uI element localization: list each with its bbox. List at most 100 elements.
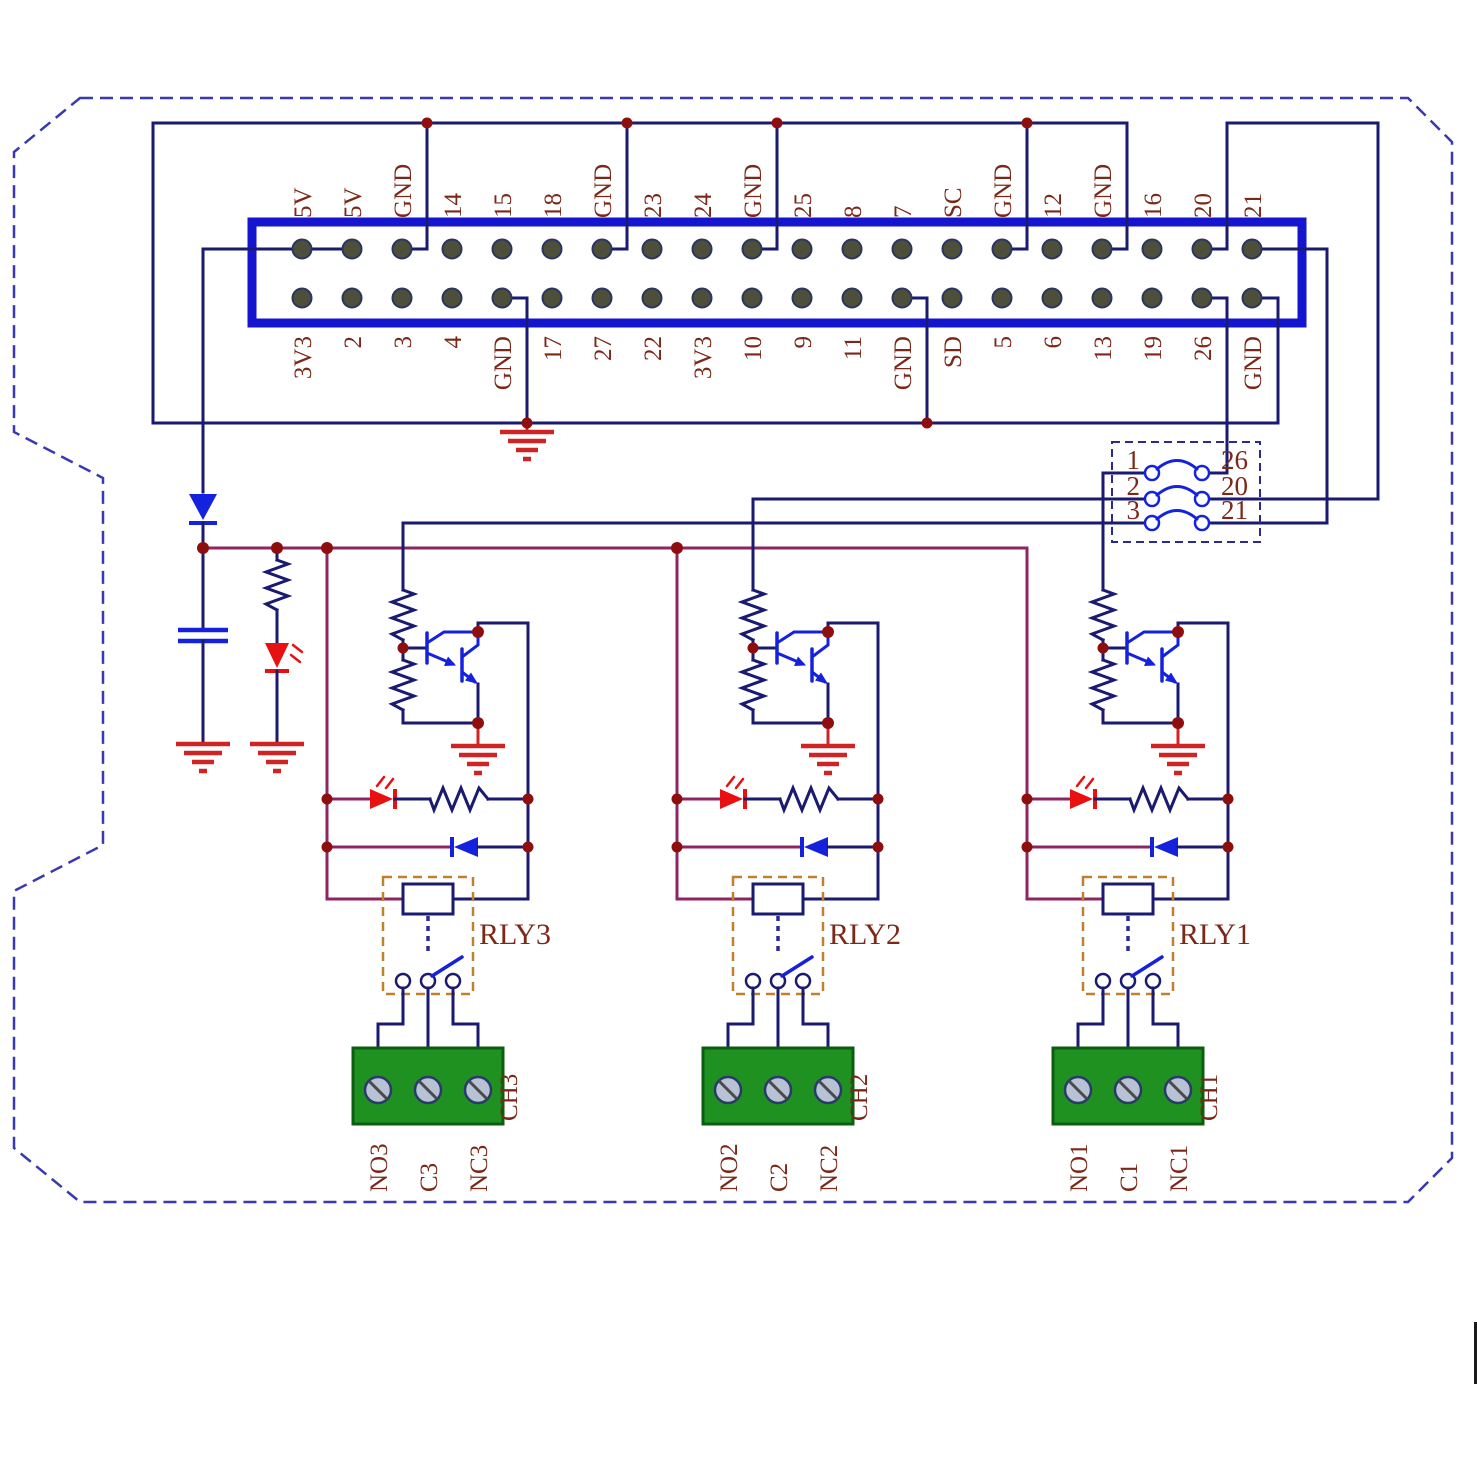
- pin: [291, 287, 313, 309]
- pin-label: 3: [390, 336, 417, 349]
- 5v-wire: [201, 247, 354, 494]
- power-led-resistor: [261, 558, 293, 613]
- pin: [891, 287, 913, 309]
- relay-channel-1: [1022, 548, 1234, 1124]
- pin-label: 15: [490, 193, 517, 218]
- pin-label: 26: [1190, 336, 1217, 361]
- terminal-label: NC3: [466, 1145, 493, 1192]
- pin-label: 5V: [340, 187, 367, 218]
- pin: [591, 287, 613, 309]
- terminal-label: NO2: [716, 1143, 743, 1192]
- pin: [1091, 287, 1113, 309]
- scan-artifact: [1474, 1322, 1477, 1384]
- pin-label: 5: [990, 336, 1017, 349]
- terminal-label: NC1: [1166, 1145, 1193, 1192]
- relay-channel-3: [322, 548, 534, 1124]
- pin: [391, 287, 413, 309]
- pin-label: 17: [540, 336, 567, 361]
- jumper-label: 21: [1221, 495, 1248, 525]
- pin-label: 24: [690, 193, 717, 219]
- pin: [341, 238, 363, 260]
- pin-label: GND: [890, 336, 917, 390]
- terminal-label: C2: [766, 1163, 793, 1192]
- pin-label: GND: [1090, 164, 1117, 218]
- pin-label: 3V3: [690, 336, 717, 379]
- pin-label: 21: [1240, 193, 1267, 218]
- pin: [1041, 238, 1063, 260]
- pin: [491, 238, 513, 260]
- pin: [641, 238, 663, 260]
- pin-label: 25: [790, 193, 817, 218]
- jumper-label: 2: [1127, 471, 1141, 501]
- pin-label: 14: [440, 193, 467, 219]
- pin-label: GND: [390, 164, 417, 218]
- pin-label: 27: [590, 336, 617, 361]
- ground-symbol: [500, 432, 554, 459]
- channel-name: CH2: [846, 1074, 873, 1121]
- pin: [1141, 238, 1163, 260]
- pin-label: 23: [640, 193, 667, 218]
- channel-name: CH1: [1196, 1074, 1223, 1121]
- pin: [1091, 238, 1113, 260]
- pin-label: GND: [1240, 336, 1267, 390]
- pin-label: GND: [740, 164, 767, 218]
- pin: [391, 238, 413, 260]
- relay-channel-2: [672, 548, 884, 1124]
- pin-label: GND: [490, 336, 517, 390]
- pin: [991, 287, 1013, 309]
- jumper-label: 3: [1127, 495, 1141, 525]
- terminal-label: C3: [416, 1163, 443, 1192]
- ground-symbol: [176, 744, 230, 771]
- pin-label: 3V3: [290, 336, 317, 379]
- pin-label: 20: [1190, 193, 1217, 218]
- pin: [1191, 287, 1213, 309]
- pin-row-bottom: [291, 287, 1263, 309]
- jumper-block-box: [1111, 441, 1261, 543]
- pin-label: SD: [940, 336, 967, 368]
- pin-label: 22: [640, 336, 667, 361]
- power-led: [265, 643, 304, 673]
- pin: [841, 238, 863, 260]
- junction-dots: [197, 117, 1033, 554]
- pin: [541, 287, 563, 309]
- pin: [441, 238, 463, 260]
- terminal-label: C1: [1116, 1163, 1143, 1192]
- terminal-label: NO3: [366, 1143, 393, 1192]
- pin-label: 11: [840, 336, 867, 360]
- pin-label: 9: [790, 336, 817, 349]
- pin-label: 13: [1090, 336, 1117, 361]
- gpio-routing-wires: [1200, 121, 1380, 525]
- pin: [591, 238, 613, 260]
- pin-row-top: [291, 238, 1263, 260]
- pin: [441, 287, 463, 309]
- relay-name: RLY1: [1179, 918, 1251, 951]
- pin-label: GND: [990, 164, 1017, 218]
- channel-name: CH3: [496, 1074, 523, 1121]
- power-diode: [189, 494, 217, 525]
- pin: [291, 238, 313, 260]
- pin: [691, 238, 713, 260]
- jumper-label: 20: [1221, 471, 1248, 501]
- pin: [541, 238, 563, 260]
- jumper-label: 26: [1221, 445, 1248, 475]
- pin: [791, 238, 813, 260]
- pin: [1041, 287, 1063, 309]
- pin-label: 6: [1040, 336, 1067, 349]
- power-section: [176, 494, 1029, 771]
- pin: [1241, 238, 1263, 260]
- pin-label: 10: [740, 336, 767, 361]
- pin: [741, 287, 763, 309]
- pin-label: 7: [890, 206, 917, 219]
- jumper-shunts: [1143, 459, 1211, 532]
- pin-label: 18: [540, 193, 567, 218]
- pin: [841, 287, 863, 309]
- pin: [991, 238, 1013, 260]
- pin: [741, 238, 763, 260]
- pin: [341, 287, 363, 309]
- pin: [491, 287, 513, 309]
- pin: [1191, 238, 1213, 260]
- jumper-label: 1: [1127, 445, 1141, 475]
